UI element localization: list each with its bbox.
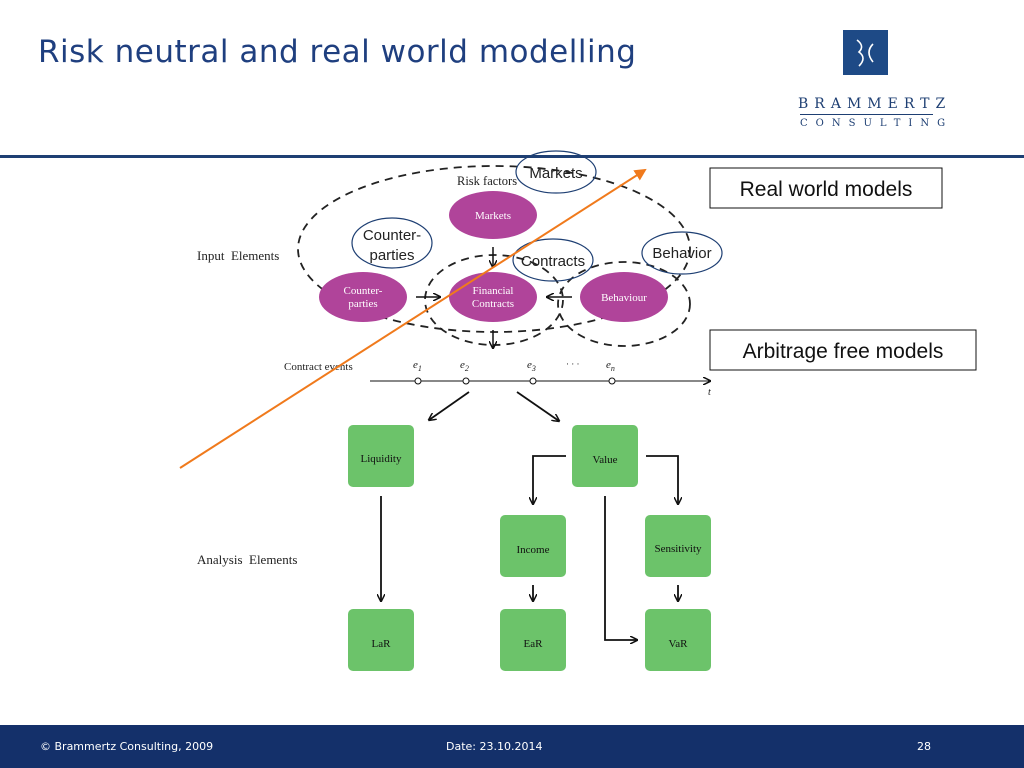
- event-marker-e1: [414, 377, 422, 385]
- liquidity-node: [348, 425, 414, 487]
- risk-factors-boundary: [297, 165, 691, 333]
- contract-events-label: Contract events: [284, 361, 353, 373]
- event-marker-en: [608, 377, 616, 385]
- arbitrage-free-models-box: [709, 329, 977, 371]
- income-node: [500, 515, 566, 577]
- event-label-e2: e2: [460, 359, 469, 373]
- value-to-var-arrow: [604, 496, 637, 640]
- event-label-e3: e3: [527, 359, 536, 373]
- slide-title: Risk neutral and real world modelling: [38, 34, 637, 70]
- contracts-overlay-ellipse: [512, 238, 594, 282]
- footer-copyright: © Brammertz Consulting, 2009: [40, 740, 214, 753]
- contracts-overlay-label: Contracts: [521, 253, 585, 270]
- value-to-income-arrow: [533, 455, 566, 504]
- timeline-axis-label: t: [708, 387, 711, 398]
- behaviour-boundary: [557, 261, 691, 347]
- counterparties-overlay-ellipse: [351, 217, 433, 269]
- behaviour-node: [580, 272, 668, 322]
- ear-node: [500, 609, 566, 671]
- behavior-overlay-ellipse: [641, 231, 723, 275]
- var-node: [645, 609, 711, 671]
- analysis-elements-label: Analysis Elements: [197, 552, 297, 567]
- brammertz-logo-icon: [843, 30, 888, 75]
- markets-overlay-ellipse: [515, 150, 597, 194]
- markets-node-label: Markets: [475, 210, 511, 222]
- event-marker-e2: [462, 377, 470, 385]
- ear-node-label: EaR: [524, 638, 544, 650]
- markets-node: [449, 191, 537, 239]
- risk-factors-label: Risk factors: [457, 174, 517, 188]
- logo-divider: [800, 114, 933, 115]
- lar-node-label: LaR: [372, 638, 392, 650]
- arbitrage-free-models-label: Arbitrage free models: [743, 340, 944, 363]
- real-vs-arbitrage-divider-arrow: [179, 168, 647, 469]
- event-ellipsis: · · ·: [566, 359, 580, 369]
- input-elements-label: Input Elements: [197, 248, 279, 263]
- events-to-liquidity-arrow: [429, 391, 470, 420]
- lar-node: [348, 609, 414, 671]
- behavior-overlay-label: Behavior: [652, 245, 711, 262]
- counterparties-node: [319, 272, 407, 322]
- financial-contracts-node-label-1: Financial: [473, 285, 514, 297]
- value-node: [572, 425, 638, 487]
- logo-name-line2: CONSULTING: [800, 118, 954, 129]
- logo-name-line1: BRAMMERTZ: [798, 96, 952, 112]
- income-node-label: Income: [517, 544, 550, 556]
- footer-date: Date: 23.10.2014: [446, 740, 543, 753]
- real-world-models-box: [709, 167, 943, 209]
- sensitivity-node: [645, 515, 711, 577]
- event-marker-e3: [529, 377, 537, 385]
- counterparties-node-label-2: parties: [348, 298, 377, 310]
- var-node-label: VaR: [669, 638, 689, 650]
- sensitivity-node-label: Sensitivity: [654, 543, 702, 555]
- footer-page-number: 28: [917, 740, 931, 753]
- counterparties-overlay-label-1: Counter-: [363, 227, 421, 244]
- value-to-sensitivity-arrow: [646, 455, 678, 504]
- counterparties-overlay-label-2: parties: [369, 247, 414, 264]
- slide-footer: © Brammertz Consulting, 2009 Date: 23.10…: [0, 725, 1024, 768]
- behaviour-node-label: Behaviour: [601, 292, 647, 304]
- real-world-models-label: Real world models: [740, 178, 913, 201]
- events-to-value-arrow: [516, 391, 559, 421]
- financial-contracts-node: [449, 272, 537, 322]
- event-label-en: en: [606, 359, 615, 373]
- header-divider: [0, 155, 1024, 158]
- liquidity-node-label: Liquidity: [361, 453, 402, 465]
- value-node-label: Value: [592, 454, 617, 466]
- markets-overlay-label: Markets: [529, 165, 582, 182]
- event-label-e1: e1: [413, 359, 422, 373]
- risk-modelling-diagram: Risk factors Input Elements Analysis Ele…: [179, 150, 977, 671]
- counterparties-node-label-1: Counter-: [344, 285, 383, 297]
- financial-contracts-node-label-2: Contracts: [472, 298, 514, 310]
